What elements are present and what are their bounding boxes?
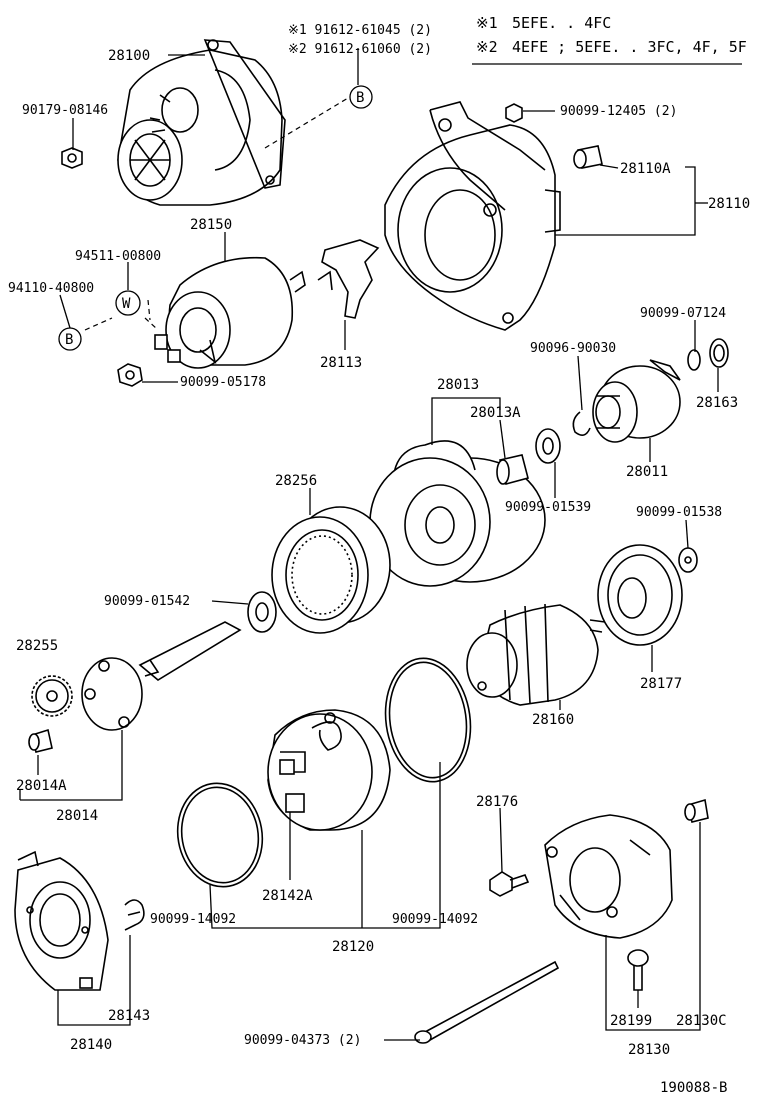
label-90099-01538: 90099-01538 <box>636 505 722 520</box>
bushing-28110A-drawing <box>573 145 603 169</box>
ring-gear-28256-drawing <box>271 506 391 634</box>
label-90099-01542: 90099-01542 <box>104 594 190 609</box>
label-28011: 28011 <box>626 464 668 480</box>
yoke-28013-drawing <box>369 440 546 587</box>
callout-w: W <box>115 290 141 316</box>
brush-holder-28120-drawing <box>267 709 391 831</box>
label-28256: 28256 <box>275 473 317 489</box>
label-90099-01539: 90099-01539 <box>505 500 591 515</box>
washer-90099-01539-drawing <box>535 428 561 464</box>
label-28176: 28176 <box>476 794 518 810</box>
label-28014: 28014 <box>56 808 98 824</box>
callout-b-top-label: B <box>356 90 364 106</box>
leader-lines <box>19 48 719 1041</box>
nut-90179-08146-drawing <box>61 147 83 169</box>
clip-90096-90030-drawing <box>572 411 591 436</box>
o-ring-left-drawing <box>176 782 264 888</box>
washer-90099-01538-drawing <box>678 547 698 573</box>
label-90099-14092-left: 90099-14092 <box>150 912 236 927</box>
end-frame-28130-drawing <box>544 814 673 939</box>
label-28130: 28130 <box>628 1042 670 1058</box>
callout-b-left-label: B <box>65 332 73 348</box>
label-28160: 28160 <box>532 712 574 728</box>
plate-28140-drawing <box>14 850 109 991</box>
spring-28143-drawing <box>124 899 145 931</box>
plate-28177-drawing <box>597 544 683 646</box>
washer-90099-07124-drawing <box>687 349 701 371</box>
solenoid-28150-drawing <box>154 256 306 369</box>
label-90099-04373: 90099-04373 (2) <box>244 1033 361 1048</box>
housing-28110-drawing <box>384 101 561 331</box>
label-28014A: 28014A <box>16 778 67 794</box>
label-91612-61045: ※1 91612-61045 (2) <box>288 23 432 38</box>
label-28113: 28113 <box>320 355 362 371</box>
armature-28160-drawing <box>466 603 606 706</box>
legend-note2-mark: ※2 <box>476 38 498 56</box>
callout-w-label: W <box>122 296 131 312</box>
label-90099-07124: 90099-07124 <box>640 306 726 321</box>
label-28163: 28163 <box>696 395 738 411</box>
label-28013: 28013 <box>437 377 479 393</box>
legend-note2-text: 4EFE ; 5EFE. . 3FC, 4F, 5F <box>512 38 747 56</box>
shaft-28014-drawing <box>81 621 242 731</box>
bushing-28014A-drawing <box>28 728 53 753</box>
dashed-link-solenoid <box>84 317 113 331</box>
label-90099-05178: 90099-05178 <box>180 375 266 390</box>
label-28150: 28150 <box>190 217 232 233</box>
bushing-28130C-drawing <box>684 798 709 823</box>
through-bolt-90099-04373-drawing <box>414 960 560 1044</box>
legend: ※1 5EFE. . 4FC ※2 4EFE ; 5EFE. . 3FC, 4F… <box>472 14 747 65</box>
washer-90099-01542-drawing <box>247 591 277 633</box>
dashed-link-starter <box>264 97 349 149</box>
label-28110A: 28110A <box>620 161 671 177</box>
label-28110: 28110 <box>708 196 750 212</box>
label-28143: 28143 <box>108 1008 150 1024</box>
o-ring-right-drawing <box>384 657 472 783</box>
label-94110-40800: 94110-40800 <box>8 281 94 296</box>
ring-28163-drawing <box>709 338 729 368</box>
starter-assembly-drawing <box>117 39 286 206</box>
label-28142A: 28142A <box>262 888 313 904</box>
callout-b-left: B <box>58 327 82 351</box>
screw-28199-drawing <box>627 949 649 991</box>
lever-28113-drawing <box>317 239 380 319</box>
label-28255: 28255 <box>16 638 58 654</box>
part-labels: 28100 ※1 91612-61045 (2) ※2 91612-61060 … <box>8 23 750 1058</box>
legend-note1-text: 5EFE. . 4FC <box>512 14 611 32</box>
nut-90099-12405-drawing <box>505 103 523 123</box>
label-90096-90030: 90096-90030 <box>530 341 616 356</box>
dashed-link-w <box>147 299 151 321</box>
dashed-link-solenoid-2 <box>144 317 159 331</box>
label-94511-00800: 94511-00800 <box>75 249 161 264</box>
legend-note1-mark: ※1 <box>476 14 498 32</box>
bushing-28013A-drawing <box>496 454 529 485</box>
label-28013A: 28013A <box>470 405 521 421</box>
callout-b-top: B <box>349 85 373 109</box>
label-90179-08146: 90179-08146 <box>22 103 108 118</box>
bolt-28176-drawing <box>489 871 530 897</box>
label-28120: 28120 <box>332 939 374 955</box>
figure-id: 190088-B <box>660 1080 727 1096</box>
label-28140: 28140 <box>70 1037 112 1053</box>
clutch-28011-drawing <box>592 359 681 443</box>
nut-90099-05178-drawing <box>117 363 143 387</box>
label-91612-61060: ※2 91612-61060 (2) <box>288 42 432 57</box>
label-28130C: 28130C <box>676 1013 727 1029</box>
label-28177: 28177 <box>640 676 682 692</box>
label-90099-12405: 90099-12405 (2) <box>560 104 677 119</box>
gear-28255-drawing <box>31 675 73 717</box>
label-28199: 28199 <box>610 1013 652 1029</box>
label-90099-14092-right: 90099-14092 <box>392 912 478 927</box>
label-28100: 28100 <box>108 48 150 64</box>
